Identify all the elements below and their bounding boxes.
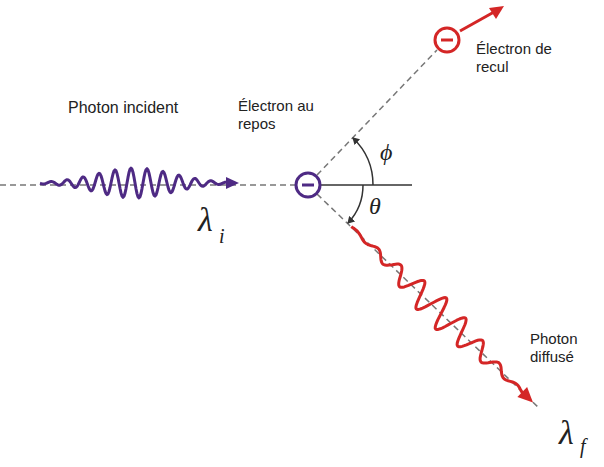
electron-minus [302,184,314,187]
scattered-wave [351,227,523,394]
scattered-axis [317,194,540,409]
recoil-minus [441,39,453,42]
reference-line [321,184,412,186]
theta-arc [348,185,363,223]
rest-electron-label: Électron au repos [238,97,330,133]
phi-arc [353,138,373,185]
incident-arrowhead [226,177,239,189]
recoil-electron-label: Électron de recul [476,40,576,76]
incident-label: Photon incident [68,98,218,117]
wavelength-subscript: i [219,226,225,246]
wavelength-subscript: f [580,436,586,456]
angle-symbol: θ [369,194,381,218]
recoil-arrow [460,12,494,31]
electron-at-rest [296,173,320,197]
recoil-axis [317,50,437,175]
recoil-arrowhead [489,6,504,19]
scattered-label: Photon diffusé [530,330,600,366]
wavelength-symbol: λ [198,203,213,237]
scattered-arrowhead [517,387,533,402]
incident-wave [40,168,228,198]
recoil-electron [435,28,459,52]
wavelength-symbol: λ [559,416,574,450]
angle-symbol: ϕ [380,140,392,164]
